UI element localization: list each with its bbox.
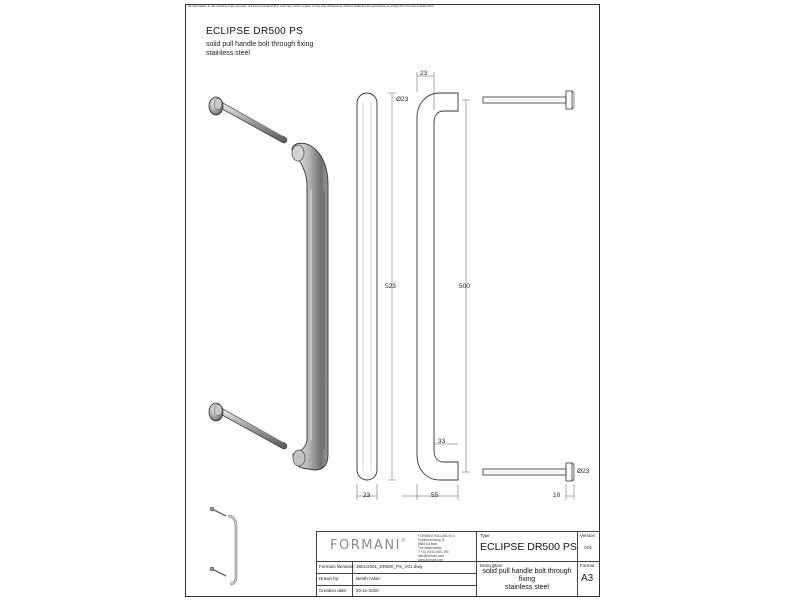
filename-label: Formani filename:: [319, 564, 356, 569]
thumbnail-view: [209, 506, 238, 586]
subtitle-line-2: stainless steel: [206, 50, 250, 57]
dim-top-width: 23: [420, 70, 428, 77]
type-value: ECLIPSE DR500 PS: [480, 541, 577, 553]
formani-logo: FORMANI: [330, 538, 401, 553]
dim-bar-diameter: Ø23: [396, 96, 409, 103]
description-label: Description: [480, 563, 503, 568]
format-value: A3: [581, 573, 594, 584]
creation-date-value: 20-11-2020: [356, 588, 379, 593]
dim-overall-length: 523: [385, 283, 396, 290]
top-bolt-assembly: [208, 96, 288, 144]
description-value: solid pull handle bolt through fixing st…: [482, 568, 572, 591]
version-value: V01: [584, 545, 593, 550]
isometric-view: [208, 96, 329, 471]
format-label: Format: [580, 563, 595, 568]
handle-3d-body: [291, 142, 329, 471]
company-address: FORMANI HOLLAND B.V. Eindhovensweg 11 56…: [418, 534, 456, 562]
subtitle-line-1: solid pull handle bolt through fixing: [206, 41, 314, 48]
drawn-by-label: Drawn by:: [319, 576, 340, 581]
front-view: [356, 92, 378, 481]
dim-center-length: 500: [459, 283, 470, 290]
drawing-title: ECLIPSE DR500 PS: [206, 26, 304, 37]
dim-bolt-diameter: Ø23: [577, 468, 590, 475]
filename-value: 3801G001_DR500_PS_V01.dwg: [356, 564, 423, 569]
dim-bolt-length: 10: [553, 492, 561, 499]
dimension-lines: [356, 72, 575, 500]
dim-inner-offset: 33: [438, 438, 446, 445]
side-view: [416, 92, 459, 481]
drawing-subtitle: solid pull handle bolt through fixing st…: [206, 40, 313, 58]
creation-date-label: Creation date:: [319, 588, 348, 593]
type-label: Type: [480, 533, 490, 538]
dim-bottom-width: 23: [363, 492, 371, 499]
bottom-bolt-detail: [482, 462, 575, 482]
top-bolt-detail: [482, 90, 575, 110]
drawn-by-value: Benth Aslan: [356, 576, 381, 581]
dim-projection: 55: [431, 492, 439, 499]
logo-mark: ®: [400, 538, 408, 544]
version-label: Version: [580, 533, 596, 538]
bottom-bolt-assembly: [208, 402, 288, 450]
copyright-disclaimer: All information in this drawing is the p…: [188, 5, 435, 8]
